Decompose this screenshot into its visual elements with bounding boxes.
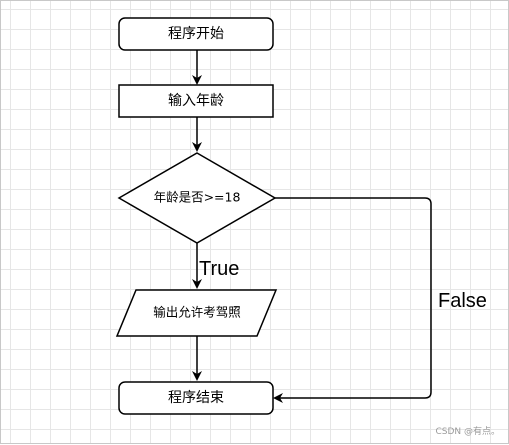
output-node-shape (115, 289, 278, 337)
end-node-label: 程序结束 (168, 390, 224, 406)
decision-node[interactable]: 年龄是否>=18 (117, 152, 277, 244)
start-node-label: 程序开始 (168, 26, 224, 42)
end-node-shape (118, 381, 274, 415)
output-node-label: 输出允许考驾照 (153, 305, 241, 320)
input-node[interactable]: 输入年龄 (118, 84, 274, 118)
decision-node-label: 年龄是否>=18 (154, 190, 241, 205)
true-label: True (199, 258, 239, 280)
edge-decision-to-end (273, 197, 432, 403)
start-node[interactable]: 程序开始 (118, 17, 274, 51)
input-node-label: 输入年龄 (168, 93, 224, 109)
end-node[interactable]: 程序结束 (118, 381, 274, 415)
false-label: False (438, 290, 487, 312)
watermark: CSDN @有点。 (435, 427, 500, 437)
start-node-shape (118, 17, 274, 51)
input-node-shape (118, 84, 274, 118)
output-node[interactable]: 输出允许考驾照 (115, 289, 278, 337)
